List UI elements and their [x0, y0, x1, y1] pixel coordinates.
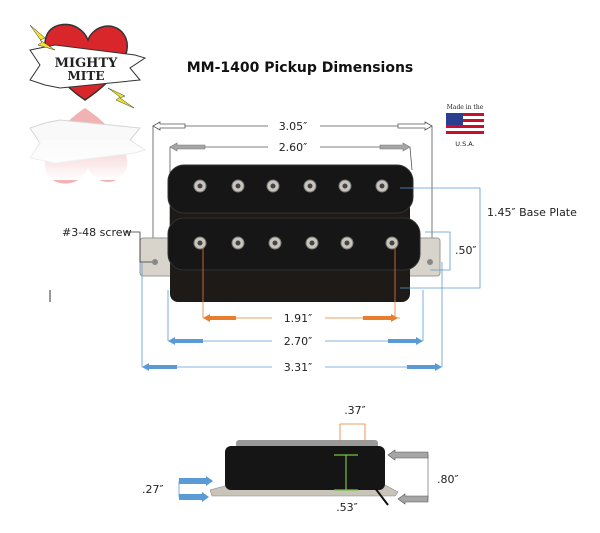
label-screw: #3-48 screw	[62, 226, 132, 239]
badge-top-text: Made in the	[447, 104, 484, 111]
dim-tab-height: .50″	[455, 244, 477, 257]
arrow-2-60	[169, 142, 411, 152]
pickup-side-view	[209, 440, 399, 506]
made-in-usa-badge: Made in the U.S.A.	[446, 104, 484, 148]
dim-overall-width: 3.05″	[279, 120, 308, 133]
dim-pole-spacing: 1.91″	[284, 312, 313, 325]
logo-text: MIGHTY	[55, 56, 119, 71]
dim-plate-overall: 3.31″	[284, 361, 313, 374]
dim-height: .80″	[437, 473, 459, 486]
mighty-mite-logo: MIGHTY MITE	[29, 23, 147, 109]
dim-base-plate: 1.45″ Base Plate	[487, 206, 577, 219]
dim-plate-width: 2.70″	[284, 335, 313, 348]
pole-pieces	[193, 179, 399, 250]
page-title: MM-1400 Pickup Dimensions	[187, 60, 414, 76]
arrow-0-27	[179, 476, 213, 502]
dim-top-width: .37″	[344, 404, 366, 417]
us-flag-icon	[446, 113, 484, 135]
arrow-0-80	[387, 449, 429, 505]
pickup-top-view	[139, 164, 441, 302]
arrow-1-91	[203, 314, 398, 322]
arrow-3-05	[152, 121, 433, 131]
dim-body-height: .53″	[336, 501, 358, 514]
dim-tab-offset: .27″	[142, 483, 164, 496]
logo-text: MITE	[68, 69, 105, 83]
arrow-2-70	[168, 337, 423, 345]
dim-coil-width: 2.60″	[279, 141, 308, 154]
arrow-3-31	[142, 363, 442, 371]
badge-bottom-text: U.S.A.	[455, 140, 474, 148]
